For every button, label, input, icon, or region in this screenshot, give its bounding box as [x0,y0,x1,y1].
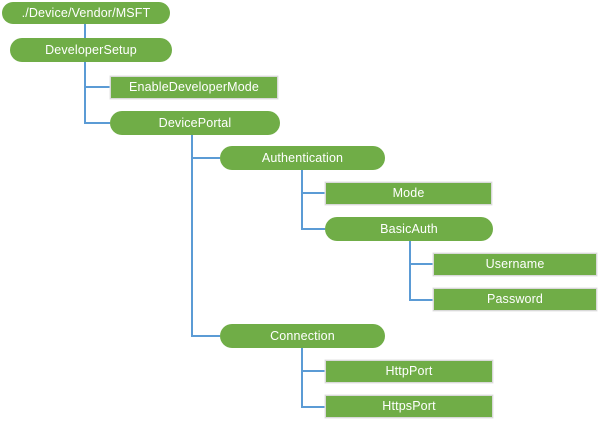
connector-connection-to-httpsport [301,406,325,408]
connector-connection-to-httpport [301,370,325,372]
node-password[interactable]: Password [433,288,597,311]
connector-developersetup-to-enabledevelopermode [84,86,110,88]
connector-authentication-trunk [301,170,303,229]
connector-connection-trunk [301,348,303,407]
connector-basicauth-to-password [409,299,433,301]
node-httpsport-label: HttpsPort [382,399,436,414]
connector-authentication-to-basicauth [301,228,325,230]
node-connection[interactable]: Connection [220,324,385,348]
node-deviceportal-label: DevicePortal [158,115,232,130]
node-basicauth-label: BasicAuth [380,221,438,236]
node-httpport-label: HttpPort [385,364,433,379]
node-enabledevelopermode[interactable]: EnableDeveloperMode [110,76,278,99]
connector-basicauth-to-username [409,263,433,265]
node-connection-label: Connection [270,328,335,343]
node-root-label: ./Device/Vendor/MSFT [21,5,151,20]
node-root[interactable]: ./Device/Vendor/MSFT [2,2,170,24]
node-mode-label: Mode [392,186,425,201]
node-mode[interactable]: Mode [325,182,492,205]
connector-authentication-to-mode [301,192,325,194]
node-basicauth[interactable]: BasicAuth [325,217,493,241]
connector-developersetup-trunk [84,62,86,123]
node-authentication-label: Authentication [261,150,344,165]
node-username-label: Username [485,257,545,272]
node-httpport[interactable]: HttpPort [325,360,493,383]
node-enabledevelopermode-label: EnableDeveloperMode [128,80,260,95]
connector-developersetup-to-deviceportal [84,122,110,124]
connector-deviceportal-to-authentication [191,157,220,159]
connector-root-to-developersetup [84,24,86,38]
connector-deviceportal-trunk [191,135,193,337]
node-httpsport[interactable]: HttpsPort [325,395,493,418]
node-developersetup[interactable]: DeveloperSetup [10,38,172,62]
node-authentication[interactable]: Authentication [220,146,385,170]
node-deviceportal[interactable]: DevicePortal [110,111,280,135]
connector-deviceportal-to-connection [191,335,220,337]
node-developersetup-label: DeveloperSetup [45,42,137,57]
connector-basicauth-trunk [409,241,411,300]
node-password-label: Password [486,292,544,307]
node-username[interactable]: Username [433,253,597,276]
